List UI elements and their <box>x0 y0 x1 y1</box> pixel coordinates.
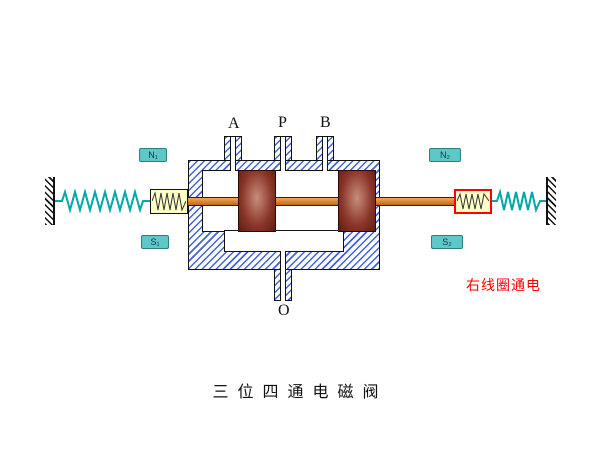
right-anchor-wall <box>546 177 556 225</box>
pole-left-top-label: N₁ <box>148 149 158 160</box>
pole-left-top: N₁ <box>139 148 167 162</box>
spool-land-right <box>338 170 376 232</box>
pole-right-top-label: N₂ <box>440 149 450 160</box>
left-coil <box>150 189 188 214</box>
port-a-label: A <box>228 115 240 132</box>
energized-status-text: 右线圈通电 <box>466 279 541 294</box>
left-spring-icon <box>55 188 150 214</box>
right-coil-winding-icon <box>457 192 489 210</box>
pole-right-top: N₂ <box>429 148 461 162</box>
port-a-channel <box>230 137 236 171</box>
port-p-channel <box>280 137 286 171</box>
pole-left-bottom: S₁ <box>141 235 169 249</box>
port-b-label: B <box>320 114 331 131</box>
pole-right-bottom: S₂ <box>431 235 463 249</box>
left-anchor-wall <box>45 177 55 225</box>
right-coil-energized <box>454 189 492 214</box>
port-o-label: O <box>278 302 290 319</box>
left-coil-winding-icon <box>152 191 186 212</box>
right-spring-icon <box>492 188 546 214</box>
diagram-caption: 三位四通电磁阀 <box>212 384 388 401</box>
spool-land-left <box>238 170 276 232</box>
port-o-channel <box>280 251 286 301</box>
pole-right-bottom-label: S₂ <box>442 236 452 247</box>
port-b-channel <box>322 137 328 171</box>
port-p-label: P <box>278 114 287 131</box>
left-return-spring <box>55 188 150 214</box>
drain-chamber <box>224 230 344 252</box>
pole-left-bottom-label: S₁ <box>150 236 160 247</box>
spool-rod <box>152 197 490 206</box>
right-return-spring <box>492 188 546 214</box>
